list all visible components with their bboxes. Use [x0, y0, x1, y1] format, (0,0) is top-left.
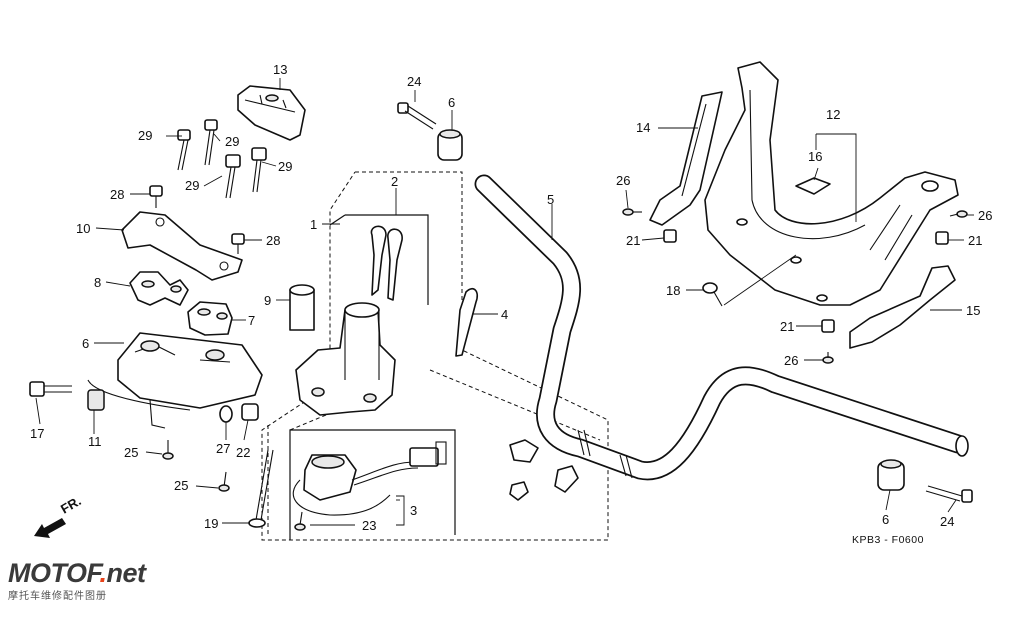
callout-13: 10	[76, 221, 90, 236]
callout-19: 18	[666, 283, 680, 298]
watermark-tld: net	[106, 558, 147, 588]
part-18-bolt	[29, 381, 72, 397]
diagram-code: KPB3 - F0600	[852, 534, 924, 546]
watermark-dot: .	[99, 558, 108, 588]
part-28-bolts	[149, 185, 245, 254]
callout-10: 7	[248, 313, 255, 328]
callout-20: 19	[204, 516, 218, 531]
front-arrow-icon: FR.	[34, 493, 84, 538]
part-13-bracket	[121, 211, 243, 281]
leader-lines	[35, 78, 974, 526]
part-8-upper-holder	[129, 271, 189, 306]
part-9-collar	[289, 284, 315, 331]
part-21-clips	[663, 229, 949, 333]
part-6-rubber-upper	[437, 129, 463, 161]
part-27-washer	[219, 405, 233, 423]
part-12-handle-cover	[704, 61, 959, 306]
callout-25: 25	[174, 478, 188, 493]
callout-23: 23	[362, 518, 376, 533]
callout-3: 3	[410, 503, 417, 518]
callout-17: 16	[808, 149, 822, 164]
callout-29: 29	[278, 159, 292, 174]
handlebar-clamps	[509, 439, 579, 501]
assembly-outline	[261, 171, 609, 541]
part-29-bolts	[177, 119, 267, 199]
part-14-bracket	[649, 91, 723, 226]
part-19-grommet	[702, 282, 723, 307]
watermark-tagline: 摩托车维修配件图册	[8, 591, 107, 602]
callout-15: 15	[966, 303, 980, 318]
callout-21: 21	[780, 319, 794, 334]
callout-7: 6	[82, 336, 89, 351]
callout-26: 26	[978, 208, 992, 223]
watermark-logo: MOTOF.net 摩托车维修配件图册	[8, 558, 146, 602]
part-17-clip	[795, 177, 831, 195]
callout-21: 21	[626, 233, 640, 248]
part-2-keys	[370, 225, 403, 301]
callout-27: 27	[216, 441, 230, 456]
part-3-switch-harness	[292, 441, 447, 516]
callout-29: 29	[185, 178, 199, 193]
callout-12: 12	[826, 107, 840, 122]
part-5-handlebar	[474, 174, 969, 481]
callout-14: 14	[636, 120, 650, 135]
part-25-screws	[162, 440, 230, 492]
callout-28: 28	[110, 187, 124, 202]
callout-2: 2	[391, 174, 398, 189]
part-24-bolt-upper	[397, 102, 437, 130]
callout-29: 29	[225, 134, 239, 149]
callout-16: 13	[273, 62, 287, 77]
part-6-rubber-lower	[877, 459, 905, 491]
callout-labels: 13 29 29 29 29 28 10 28 8 9 7 6 17 11 25…	[30, 62, 992, 533]
callout-28: 28	[266, 233, 280, 248]
callout-29: 29	[138, 128, 152, 143]
watermark-main-text: MOTOF	[8, 558, 100, 588]
callout-26: 26	[784, 353, 798, 368]
callout-18: 17	[30, 426, 44, 441]
callout-6: 6	[882, 512, 889, 527]
part-15-cover	[849, 265, 956, 349]
callout-21: 21	[968, 233, 982, 248]
callout-9: 9	[264, 293, 271, 308]
callout-24: 24	[940, 514, 954, 529]
part-23-screw	[294, 511, 306, 531]
callout-25: 25	[124, 445, 138, 460]
callout-5: 5	[547, 192, 554, 207]
front-indicator-label: FR.	[58, 493, 84, 516]
part-4-lever	[455, 287, 479, 357]
callout-6: 6	[448, 95, 455, 110]
part-16-top-bridge	[237, 85, 306, 141]
callout-4: 4	[501, 307, 508, 322]
part-1-ignition-switch	[295, 302, 396, 416]
part-20-bolt	[248, 449, 274, 528]
part-7-bridge	[87, 332, 263, 429]
callout-26: 26	[616, 173, 630, 188]
callout-11: 11	[88, 434, 102, 449]
callout-22: 22	[236, 445, 250, 460]
part-22-nut	[241, 403, 259, 421]
part-24-bolt-lower	[925, 485, 973, 503]
part-11-rubber	[87, 389, 105, 411]
callout-24: 24	[407, 74, 421, 89]
callout-8: 8	[94, 275, 101, 290]
callout-1: 1	[310, 217, 317, 232]
